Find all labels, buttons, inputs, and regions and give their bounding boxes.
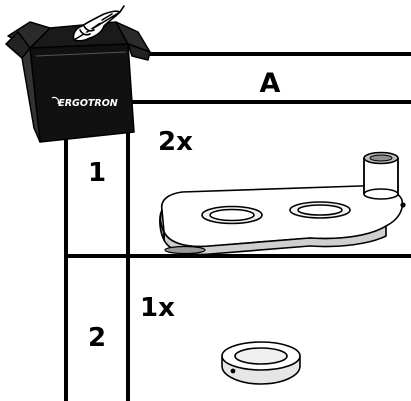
ring-spacer-part-icon	[221, 341, 301, 385]
column-header-a: A	[260, 68, 281, 99]
row-number-2: 2	[88, 323, 106, 353]
arm-link-part-icon	[159, 151, 406, 256]
quantity-row-1: 2x	[158, 127, 193, 157]
brand-logo: ERGOTRON	[58, 98, 118, 109]
quantity-row-2: 1x	[140, 293, 175, 323]
hand-icon	[72, 5, 125, 42]
table-grid	[64, 52, 411, 401]
brand-swoosh-icon	[51, 96, 60, 105]
row-number-1: 1	[88, 158, 106, 188]
